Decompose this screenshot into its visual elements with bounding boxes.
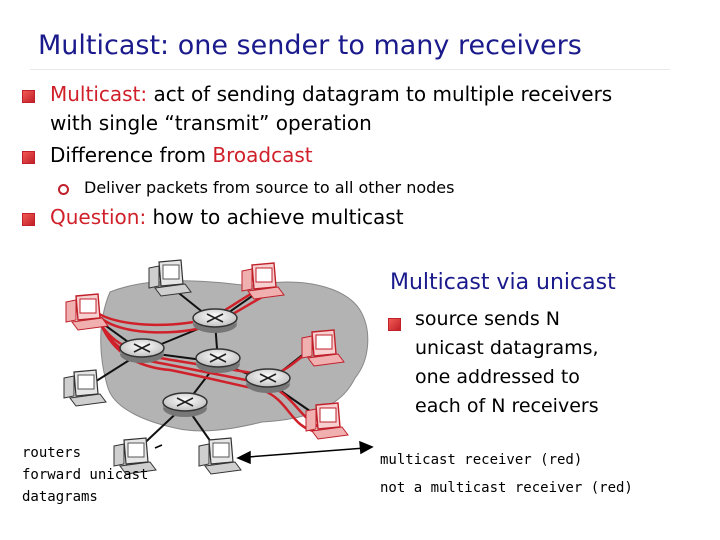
receiver-computer-icon xyxy=(65,293,109,331)
unicast-line: unicast datagrams, xyxy=(415,337,599,359)
bullet-marker xyxy=(22,213,35,226)
bullet-prefix: Multicast: xyxy=(50,82,148,106)
bullet-question: Question: how to achieve multicast xyxy=(50,205,404,229)
bullet-marker xyxy=(22,90,35,103)
bullet-marker xyxy=(22,151,35,164)
routers-note-line: routers xyxy=(22,445,82,461)
router-icon xyxy=(119,338,165,364)
bullet-prefix: Question: xyxy=(50,205,147,229)
title-divider xyxy=(30,69,670,70)
unicast-line: one addressed to xyxy=(415,366,580,388)
bullet-difference: Difference from Broadcast xyxy=(50,143,313,167)
sub-bullet-marker xyxy=(58,184,69,195)
unicast-line: source sends N xyxy=(415,308,560,330)
slide-title: Multicast: one sender to many receivers xyxy=(38,30,582,61)
receiver-computer-icon xyxy=(241,262,285,300)
sub-bullet-text: Deliver packets from source to all other… xyxy=(84,178,455,197)
router-icon xyxy=(195,348,241,374)
host-computer-icon xyxy=(113,437,157,475)
unicast-line: each of N receivers xyxy=(415,395,599,417)
router-icon xyxy=(162,392,208,418)
receiver-computer-icon xyxy=(305,402,349,440)
broadcast-highlight: Broadcast xyxy=(212,143,313,167)
bullet-continuation: with single “transmit” operation xyxy=(50,111,372,135)
unicast-description: source sends N unicast datagrams, one ad… xyxy=(415,305,675,421)
bullet-marker xyxy=(388,318,401,331)
legend-not-receiver: not a multicast receiver (red) xyxy=(380,480,633,496)
routers-note: routers forward unicast datagrams xyxy=(22,442,148,508)
receiver-computer-icon xyxy=(301,329,345,367)
routers-note-line: forward unicast xyxy=(22,467,149,483)
bullet-text: act of sending datagram to multiple rece… xyxy=(147,82,613,106)
bullet-text: Difference from xyxy=(50,143,213,167)
host-computer-icon xyxy=(148,259,192,297)
bullet-multicast-def: Multicast: act of sending datagram to mu… xyxy=(50,82,612,106)
host-computer-icon xyxy=(63,369,107,407)
routers-note-line: datagrams xyxy=(22,489,98,505)
router-icon xyxy=(192,308,238,334)
bullet-text: how to achieve multicast xyxy=(146,205,404,229)
unicast-heading: Multicast via unicast xyxy=(390,270,616,295)
host-computer-icon xyxy=(198,437,242,475)
legend-receiver: multicast receiver (red) xyxy=(380,452,583,468)
legend-arrows xyxy=(154,440,374,465)
router-icon xyxy=(245,368,291,394)
